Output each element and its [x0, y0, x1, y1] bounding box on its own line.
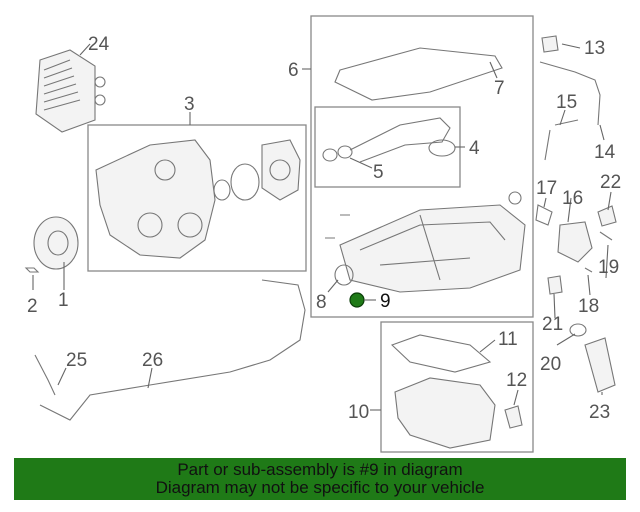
callout-17: 17: [536, 178, 557, 199]
callout-26: 26: [142, 350, 163, 371]
callout-15: 15: [556, 92, 577, 113]
callout-8: 8: [316, 292, 327, 313]
drain-plug-highlight: [349, 292, 365, 308]
leader-lines: [32, 43, 612, 411]
upper-oil-pan-drawing: [325, 191, 526, 293]
callout-13: 13: [584, 38, 605, 59]
oil-level-sensor-drawing: [504, 405, 523, 429]
callout-19: 19: [598, 257, 619, 278]
parts-diagram: 1 2 3 4 5 6 7 8 9 10 11 12 13 14 15 16 1…: [24, 15, 621, 453]
callout-9: 9: [380, 291, 391, 312]
banner-line-2: Diagram may not be specific to your vehi…: [155, 478, 485, 497]
notice-banner: Part or sub-assembly is #9 in diagram Di…: [14, 458, 626, 500]
group-box-10: [380, 321, 534, 453]
wiring-harness-drawing: [34, 279, 306, 421]
oil-cooler-drawing: [35, 49, 106, 133]
callout-5: 5: [373, 162, 384, 183]
callout-11: 11: [498, 329, 518, 350]
callout-25: 25: [66, 350, 87, 371]
callout-23: 23: [589, 402, 610, 423]
callout-14: 14: [594, 142, 616, 163]
oil-pan-gasket-drawing: [334, 47, 503, 101]
dipstick-drawing: [539, 35, 601, 161]
callout-21: 21: [542, 314, 563, 335]
group-box-4: [314, 106, 461, 188]
group-box-6: [310, 15, 534, 318]
callout-20: 20: [540, 354, 561, 375]
callout-7: 7: [494, 78, 505, 99]
banner-line-1: Part or sub-assembly is #9 in diagram: [177, 460, 463, 479]
callout-10: 10: [348, 402, 369, 423]
oil-pickup-tube-drawing: [322, 117, 456, 163]
callout-16: 16: [562, 188, 583, 209]
callout-12: 12: [506, 370, 527, 391]
callout-18: 18: [578, 296, 599, 317]
callout-22: 22: [600, 172, 621, 193]
callout-3: 3: [184, 94, 195, 115]
lower-pan-gasket-drawing: [390, 334, 492, 373]
callout-2: 2: [27, 296, 38, 317]
callout-24: 24: [88, 34, 110, 55]
oil-filter-assembly-drawing: [535, 204, 617, 393]
front-cover-drawing: [95, 139, 301, 259]
callout-6: 6: [288, 60, 299, 81]
callout-1: 1: [58, 290, 69, 311]
group-box-3: [87, 124, 307, 272]
callout-4: 4: [469, 138, 480, 159]
lower-oil-pan-drawing: [394, 377, 496, 449]
pulley-drawing: [24, 216, 79, 273]
